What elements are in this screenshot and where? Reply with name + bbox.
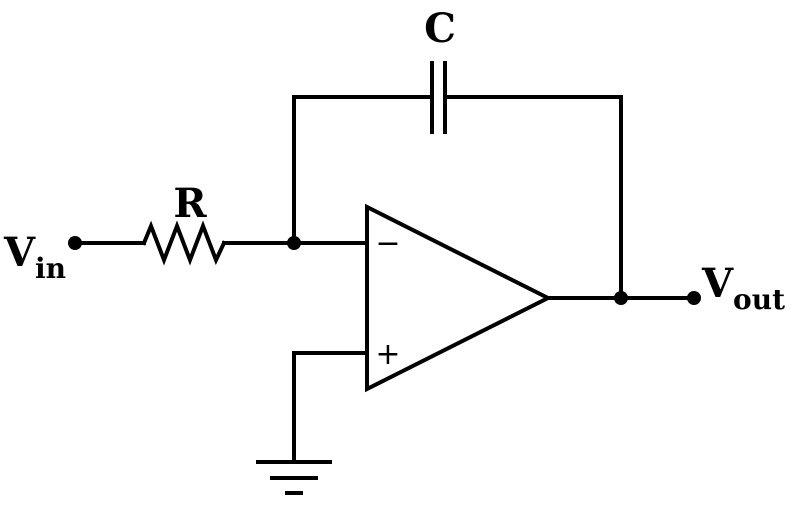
inverting-input-sign: − (375, 226, 400, 261)
input-voltage-symbol: V (3, 229, 36, 276)
output-terminal-node (687, 291, 701, 305)
op-amp-symbol (365, 203, 553, 393)
inverting-junction-node (287, 236, 301, 250)
resistor-symbol (141, 220, 227, 266)
feedback-wire-left (292, 95, 434, 245)
feedback-wire-right (443, 95, 623, 300)
output-junction-node (614, 291, 628, 305)
output-voltage-subscript: out (733, 283, 785, 316)
input-voltage-label: Vin (3, 229, 66, 285)
noninverting-to-ground-wire (292, 351, 369, 464)
output-voltage-label: Vout (701, 260, 785, 316)
noninverting-input-sign: + (375, 337, 400, 372)
capacitor-label: C (424, 5, 456, 52)
input-voltage-subscript: in (35, 252, 66, 285)
output-voltage-symbol: V (701, 260, 734, 307)
resistor-label: R (173, 180, 207, 227)
input-terminal-node (68, 236, 82, 250)
